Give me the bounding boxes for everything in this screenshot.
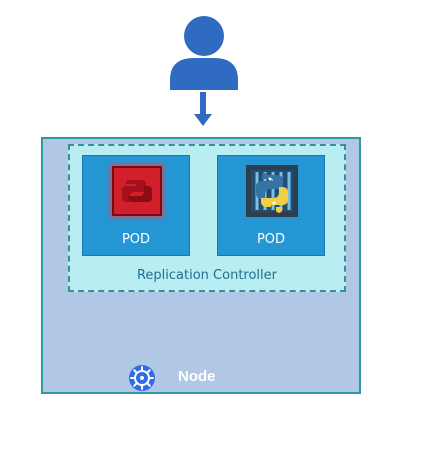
python-logo-icon <box>246 165 298 217</box>
down-arrow-icon <box>194 92 212 126</box>
pod-label: POD <box>121 232 151 247</box>
pod-label: POD <box>256 232 286 247</box>
kubernetes-helm-icon <box>129 365 155 391</box>
pod-1[interactable]: POD <box>82 155 190 256</box>
red-python-container-icon <box>110 164 164 218</box>
user-icon <box>170 16 238 90</box>
node-label: Node <box>178 368 216 385</box>
replication-controller-label: Replication Controller <box>136 268 278 283</box>
pod-2[interactable]: POD <box>217 155 325 256</box>
